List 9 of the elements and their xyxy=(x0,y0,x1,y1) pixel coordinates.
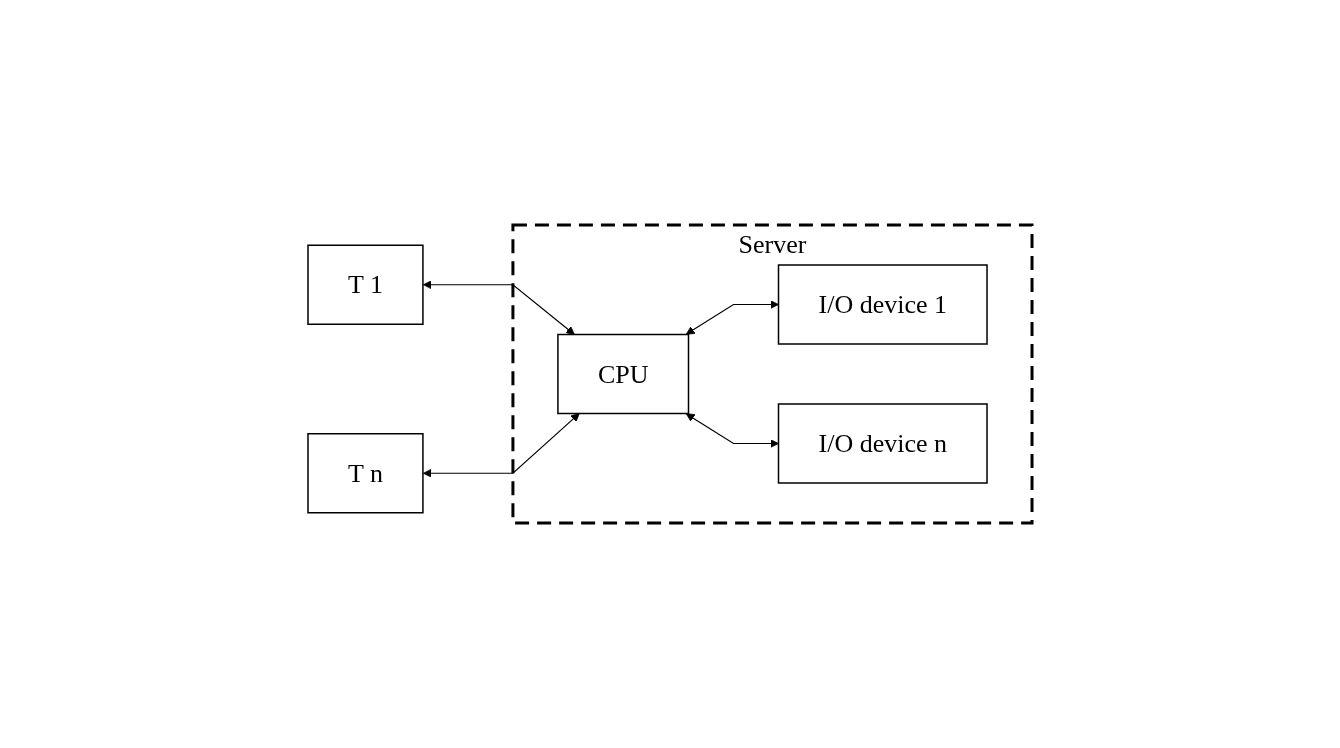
arrow xyxy=(685,300,779,335)
node-box: I/O device 1 xyxy=(777,264,988,345)
node-box: CPU xyxy=(557,333,690,415)
arrow xyxy=(685,413,779,448)
node-box: I/O device n xyxy=(777,403,988,484)
node-box: T n xyxy=(307,433,424,514)
arrow xyxy=(422,413,580,478)
node-box: T 1 xyxy=(307,244,424,325)
arrow xyxy=(422,280,575,335)
